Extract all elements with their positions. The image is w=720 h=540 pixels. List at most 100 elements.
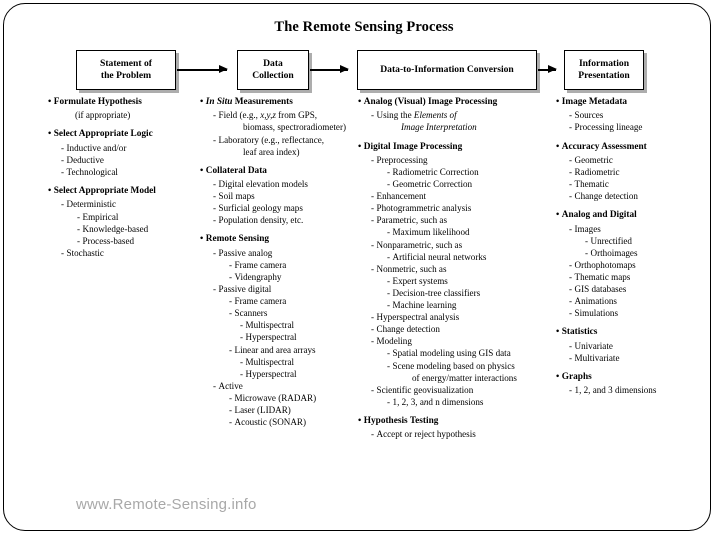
page-title: The Remote Sensing Process bbox=[274, 19, 454, 35]
right-arrow-icon bbox=[310, 65, 349, 74]
bullet-item: -Decision-tree classifiers bbox=[387, 287, 481, 298]
diagram-frame: The Remote Sensing Process Statement of … bbox=[3, 3, 711, 531]
bullet-item: -Artificial neural networks bbox=[387, 251, 487, 262]
content-columns: •Formulate Hypothesis(if appropriate)•Se… bbox=[4, 96, 720, 526]
bullet-group-heading: •Analog (Visual) Image Processing bbox=[358, 97, 498, 107]
dash-icon: - bbox=[387, 251, 391, 262]
flow-box-data-to-information-conversion[interactable]: Data-to-Information Conversion bbox=[357, 50, 537, 90]
bullet-icon: • bbox=[48, 97, 52, 107]
bullet-item: -Deterministic bbox=[61, 199, 117, 210]
bullet-icon: • bbox=[556, 371, 560, 382]
dash-icon: - bbox=[569, 385, 573, 396]
bullet-item: -Modeling bbox=[371, 336, 412, 347]
bullet-group: •Digital Image Processing-Preprocessing-… bbox=[358, 141, 558, 408]
process-flow-row: Statement of the Problem Data Collection… bbox=[4, 48, 720, 92]
dash-icon: - bbox=[213, 284, 217, 295]
bullet-item: -Accept or reject hypothesis bbox=[371, 429, 476, 440]
bullet-item: -Process-based bbox=[77, 235, 135, 246]
dash-icon: - bbox=[585, 247, 589, 258]
dash-icon: - bbox=[213, 215, 217, 226]
bullet-item: leaf area index) bbox=[243, 146, 300, 157]
bullet-item: -Hyperspectral bbox=[240, 332, 297, 343]
bullet-item: -Machine learning bbox=[387, 300, 457, 311]
dash-icon: - bbox=[569, 284, 573, 295]
bullet-icon: • bbox=[358, 415, 362, 426]
dash-icon: - bbox=[240, 332, 244, 343]
bullet-item: -Orthoimages bbox=[585, 247, 638, 258]
bullet-item: -Parametric, such as bbox=[371, 215, 447, 226]
dash-icon: - bbox=[371, 263, 375, 274]
bullet-item: -Radiometric bbox=[569, 167, 620, 177]
bullet-item: -Active bbox=[213, 380, 243, 391]
bullet-group: •Collateral Data-Digital elevation model… bbox=[200, 165, 360, 227]
bullet-group: •Hypothesis Testing-Accept or reject hyp… bbox=[358, 415, 558, 440]
bullet-item: -Population density, etc. bbox=[213, 215, 304, 226]
dash-icon: - bbox=[569, 259, 573, 270]
dash-icon: - bbox=[229, 405, 233, 416]
bullet-group-heading: •Remote Sensing bbox=[200, 234, 270, 245]
bullet-group: •Graphs-1, 2, and 3 dimensions bbox=[556, 371, 720, 396]
bullet-item: -Scientific geovisualization bbox=[371, 384, 474, 395]
bullet-item: -Sources bbox=[569, 110, 604, 121]
bullet-group: •Formulate Hypothesis(if appropriate) bbox=[48, 96, 198, 121]
column-statement-of-the-problem: •Formulate Hypothesis(if appropriate)•Se… bbox=[48, 96, 198, 259]
dash-icon: - bbox=[213, 191, 217, 202]
bullet-item: -Nonmetric, such as bbox=[371, 263, 447, 274]
bullet-item: -Geometric bbox=[569, 154, 613, 165]
dash-icon: - bbox=[229, 392, 233, 403]
bullet-item: -Hyperspectral bbox=[240, 368, 297, 379]
dash-icon: - bbox=[240, 356, 244, 367]
dash-icon: - bbox=[569, 352, 573, 363]
flow-box-statement-of-the-problem[interactable]: Statement of the Problem bbox=[76, 50, 176, 90]
dash-icon: - bbox=[229, 308, 233, 319]
bullet-item: (if appropriate) bbox=[75, 110, 131, 121]
bullet-item: -Change detection bbox=[569, 191, 638, 202]
bullet-group-heading: •Statistics bbox=[556, 327, 598, 338]
bullet-item: -Geometric Correction bbox=[387, 179, 473, 190]
bullet-item: -Preprocessing bbox=[371, 154, 428, 165]
bullet-icon: • bbox=[200, 165, 204, 176]
flow-box-line2: Collection bbox=[252, 70, 294, 81]
dash-icon: - bbox=[371, 312, 375, 323]
dash-icon: - bbox=[569, 340, 573, 351]
dash-icon: - bbox=[569, 154, 573, 165]
dash-icon: - bbox=[229, 417, 233, 428]
bullet-item: of energy/matter interactions bbox=[412, 372, 517, 383]
dash-icon: - bbox=[61, 142, 65, 153]
bullet-item: -Deductive bbox=[61, 154, 104, 165]
flow-box-information-presentation[interactable]: Information Presentation bbox=[564, 50, 644, 90]
dash-icon: - bbox=[61, 154, 65, 165]
dash-icon: - bbox=[213, 134, 217, 145]
dash-icon: - bbox=[371, 215, 375, 226]
flow-box-line1: Data bbox=[263, 57, 283, 69]
bullet-item: -Laboratory (e.g., reflectance, bbox=[213, 134, 325, 145]
bullet-item: -Frame camera bbox=[229, 259, 287, 270]
bullet-icon: • bbox=[556, 210, 560, 221]
bullet-item: -Empirical bbox=[77, 211, 119, 222]
flow-box-line1: Information bbox=[578, 57, 630, 69]
dash-icon: - bbox=[213, 110, 217, 121]
bullet-item: -Change detection bbox=[371, 324, 440, 335]
bullet-icon: • bbox=[48, 186, 52, 197]
bullet-item: biomass, spectroradiometer) bbox=[243, 122, 347, 133]
bullet-item: -Videngraphy bbox=[229, 272, 282, 283]
bullet-item: -Passive digital bbox=[213, 284, 272, 295]
dash-icon: - bbox=[569, 110, 573, 121]
bullet-item: -Images bbox=[569, 223, 601, 234]
bullet-item: -Laser (LIDAR) bbox=[229, 405, 291, 416]
dash-icon: - bbox=[229, 344, 233, 355]
flow-box-data-collection[interactable]: Data Collection bbox=[237, 50, 309, 90]
dash-icon: - bbox=[371, 239, 375, 250]
dash-icon: - bbox=[371, 429, 375, 440]
dash-icon: - bbox=[585, 235, 589, 246]
bullet-group-heading: •Image Metadata bbox=[556, 97, 628, 107]
bullet-item: -Spatial modeling using GIS data bbox=[387, 348, 511, 359]
bullet-item: -Digital elevation models bbox=[213, 179, 308, 190]
dash-icon: - bbox=[61, 199, 65, 210]
bullet-item: -Linear and area arrays bbox=[229, 344, 316, 355]
bullet-icon: • bbox=[358, 97, 362, 107]
right-arrow-icon bbox=[538, 65, 557, 74]
bullet-item: -Thematic bbox=[569, 179, 609, 190]
dash-icon: - bbox=[569, 223, 573, 234]
dash-icon: - bbox=[569, 296, 573, 307]
